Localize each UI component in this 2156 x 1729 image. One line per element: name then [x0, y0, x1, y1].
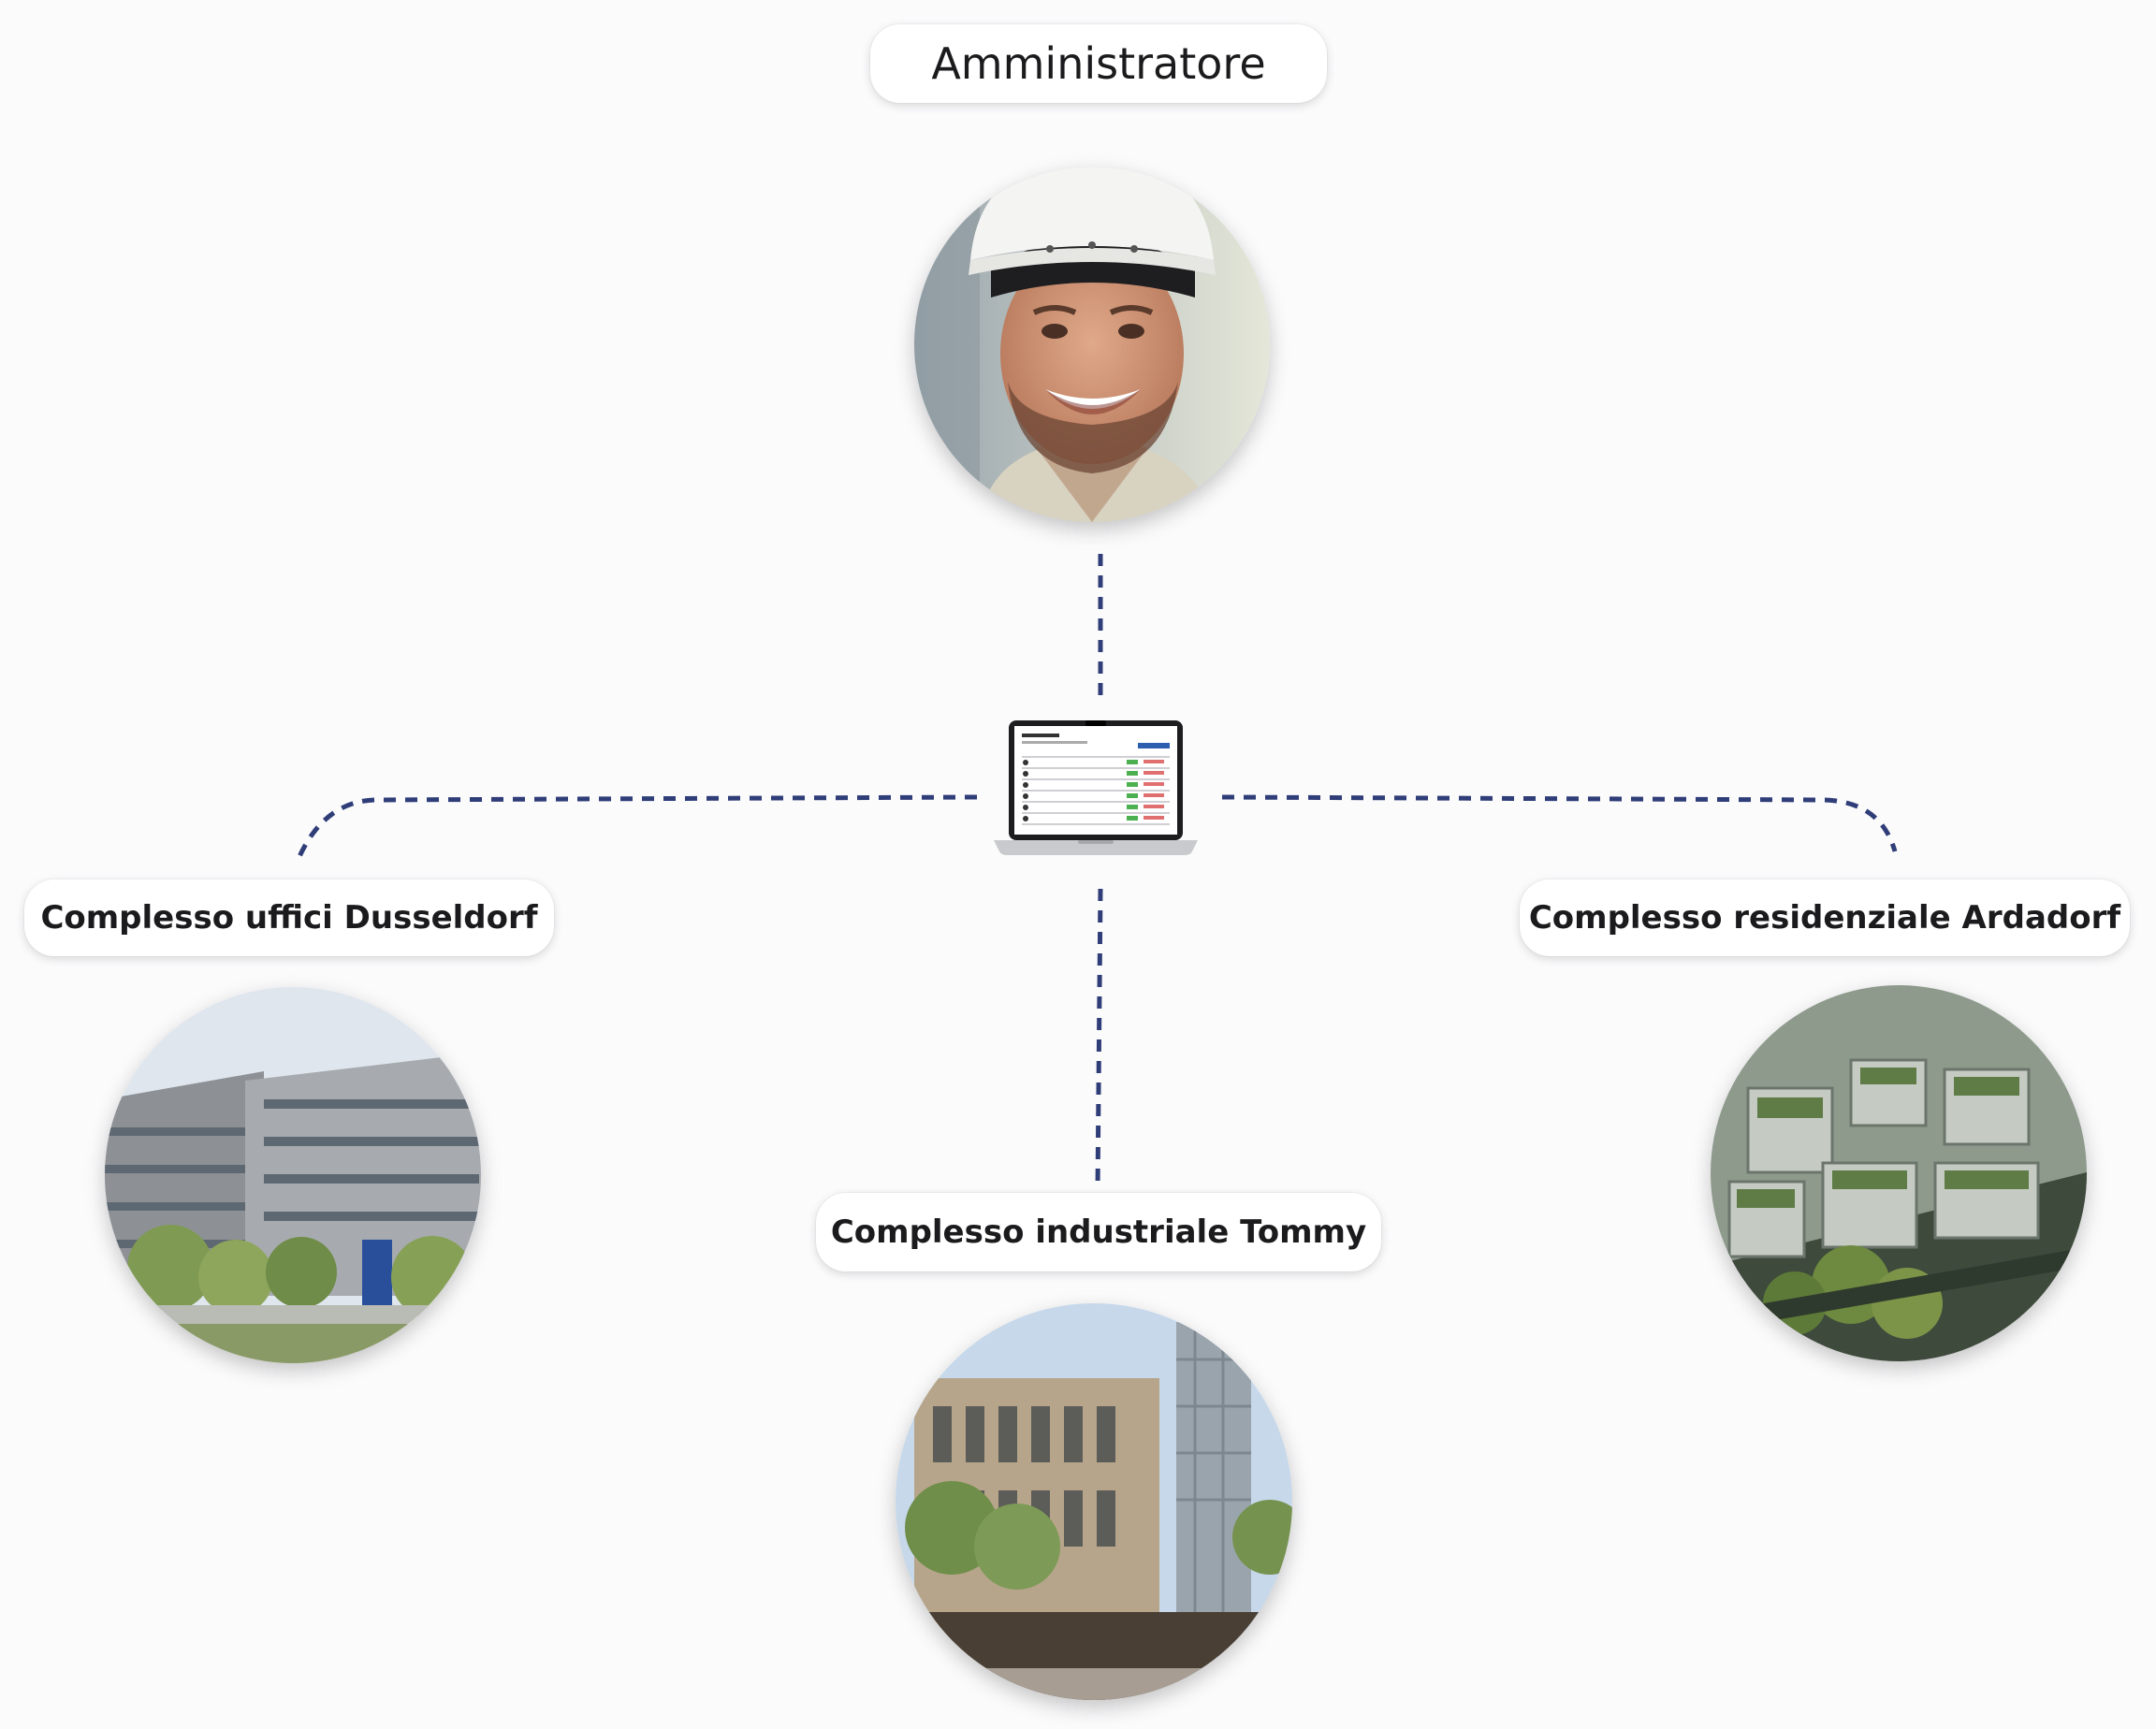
site-label-tommy: Complesso industriale Tommy: [816, 1193, 1381, 1271]
residential-complex-aerial-photo: [1711, 985, 2087, 1361]
connector-hub-to-tommy: [1095, 888, 1103, 1191]
connector-hub-to-dusseldorf: [295, 794, 978, 862]
construction-worker-photo: [914, 167, 1270, 522]
laptop-dashboard-icon: [994, 719, 1198, 857]
office-building-photo: [105, 987, 481, 1363]
industrial-building-photo: [896, 1303, 1292, 1700]
site-label-dusseldorf: Complesso uffici Dusseldorf: [24, 879, 554, 956]
site-label-ardadorf: Complesso residenziale Ardadorf: [1520, 879, 2130, 956]
connector-hub-to-ardadorf: [1221, 794, 1898, 852]
admin-label: Amministratore: [870, 24, 1327, 103]
